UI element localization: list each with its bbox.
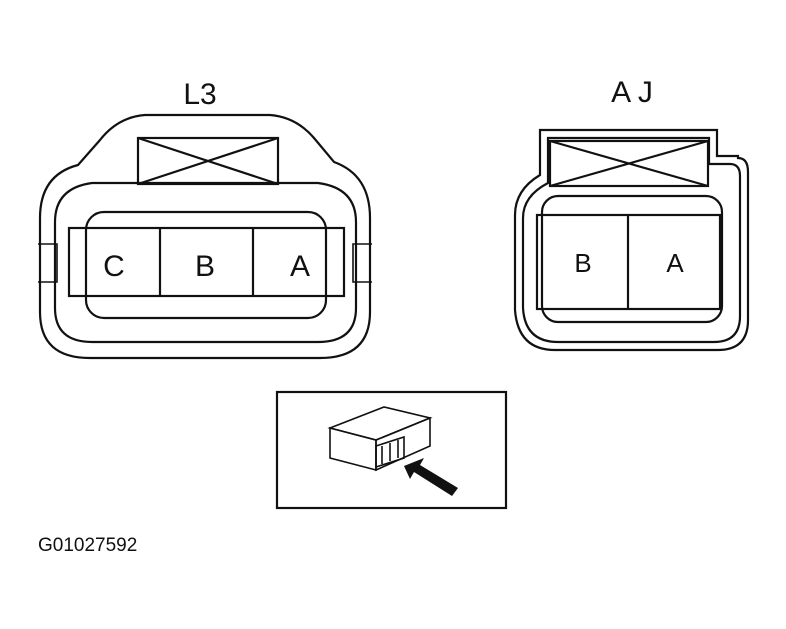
connector-aj-label: A J	[611, 76, 653, 109]
component-location-inset	[275, 390, 508, 510]
connector-l3-right-latch	[352, 243, 372, 283]
connector-l3-left-latch	[38, 243, 58, 283]
connector-aj-pin-cavity	[540, 194, 724, 324]
connector-l3-lock-tab	[136, 136, 280, 186]
l3-pin-a: A	[290, 250, 310, 283]
connector-aj-lock-tab	[548, 139, 710, 188]
module-illustration	[327, 406, 433, 472]
connector-l3-pin-cavity	[84, 210, 328, 320]
connector-l3-label: L3	[183, 78, 216, 111]
reference-code: G01027592	[38, 535, 137, 556]
aj-pin-a: A	[666, 248, 684, 278]
aj-pin-b: B	[574, 248, 591, 278]
l3-pin-c: C	[103, 250, 125, 283]
connector-aj: A J B A	[513, 76, 750, 352]
l3-pin-b: B	[195, 250, 215, 283]
connector-l3-pin-block	[67, 226, 346, 298]
connector-l3-inner-housing	[53, 181, 358, 344]
pointer-arrow-icon	[404, 458, 458, 496]
connector-aj-outer-housing	[513, 128, 750, 352]
connector-l3: L3 C B A	[38, 78, 372, 360]
connector-aj-inner-housing	[521, 136, 742, 344]
connector-l3-outer-housing	[38, 113, 372, 360]
